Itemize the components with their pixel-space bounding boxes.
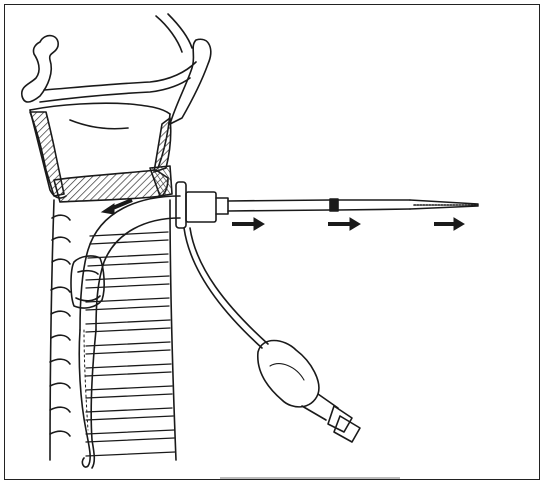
arrow-withdraw-1 bbox=[232, 218, 264, 230]
arrow-withdraw-2 bbox=[328, 218, 360, 230]
cricoid-cartilage bbox=[54, 166, 172, 202]
arrow-withdraw-3 bbox=[434, 218, 464, 230]
exchange-catheter bbox=[228, 199, 478, 211]
guide-wire bbox=[79, 330, 96, 468]
hyoid-bone bbox=[22, 36, 196, 102]
tracheal-rings-right bbox=[86, 232, 175, 456]
trachea bbox=[50, 200, 176, 460]
tracheostomy-tube bbox=[80, 182, 228, 330]
motion-arrows bbox=[102, 200, 464, 230]
pilot-balloon bbox=[184, 228, 360, 442]
epiglottis bbox=[156, 14, 211, 124]
